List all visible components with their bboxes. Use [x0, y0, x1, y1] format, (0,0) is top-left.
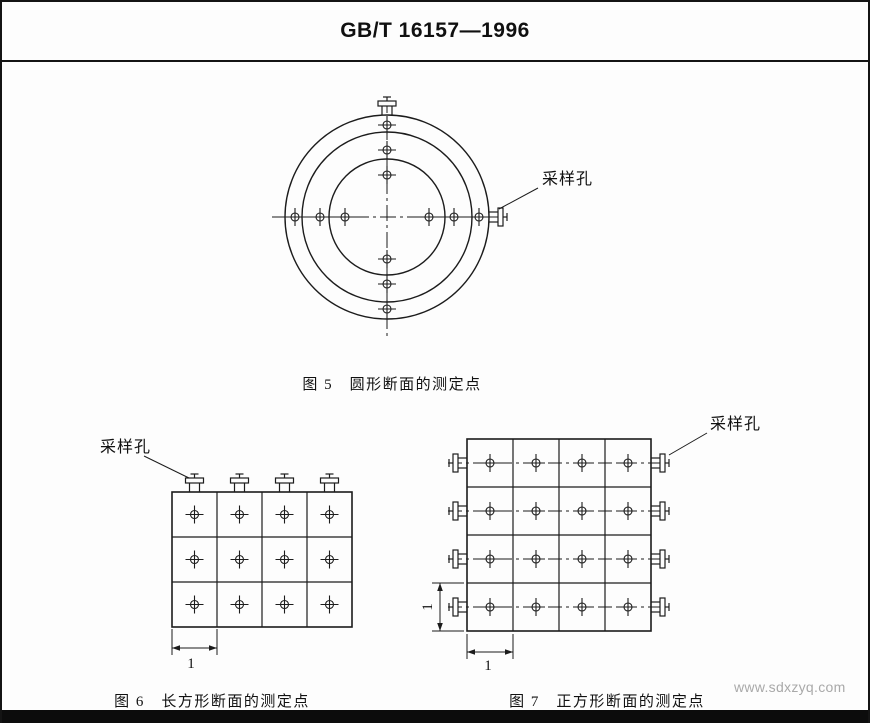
- measurement-point: [572, 597, 592, 617]
- standard-number: GB/T 16157—1996: [340, 19, 530, 42]
- measurement-point: [274, 549, 295, 570]
- measurement-point: [184, 504, 205, 525]
- fig7-side-dimension-label-group: 1: [422, 603, 436, 611]
- measurement-point: [377, 140, 397, 160]
- measurement-point: [377, 299, 397, 319]
- measurement-point: [229, 549, 250, 570]
- fig5-sampling-hole-label: 采样孔: [542, 170, 593, 188]
- measurement-point: [274, 504, 295, 525]
- fig7-bottom-dimension-label: 1: [484, 658, 492, 673]
- fig7-side-dimension-label: 1: [422, 603, 436, 611]
- measurement-point: [618, 597, 638, 617]
- measurement-point: [526, 549, 546, 569]
- measurement-point: [319, 549, 340, 570]
- measurement-point: [526, 453, 546, 473]
- fig6-dimension-label: 1: [187, 656, 195, 672]
- measurement-point: [444, 207, 464, 227]
- sampling-port-flange: [448, 501, 468, 521]
- measurement-point: [480, 453, 500, 473]
- measurement-point: [184, 549, 205, 570]
- measurement-point: [377, 274, 397, 294]
- fig7-leader-line: [668, 432, 708, 456]
- fig6-sampling-ports: [184, 473, 340, 493]
- measurement-point: [274, 594, 295, 615]
- sampling-port-flange: [319, 473, 340, 493]
- fig5-circular-section-diagram: 采样孔: [272, 96, 593, 337]
- sampling-port-flange: [448, 597, 468, 617]
- measurement-point: [618, 501, 638, 521]
- measurement-point: [419, 207, 439, 227]
- measurement-point: [618, 453, 638, 473]
- fig6-rectangular-section-diagram: 采样孔 1: [100, 438, 353, 672]
- fig6-caption: 图 6 长方形断面的测定点: [114, 694, 310, 710]
- measurement-point: [526, 597, 546, 617]
- fig7-grid: [466, 438, 652, 632]
- fig6-leader-line: [143, 455, 190, 479]
- measurement-point: [377, 165, 397, 185]
- measurement-point: [229, 504, 250, 525]
- fig5-caption: 图 5 圆形断面的测定点: [302, 377, 482, 393]
- measurement-point: [184, 594, 205, 615]
- sampling-port-flange: [184, 473, 205, 493]
- fig7-bottom-dimension: [466, 634, 514, 659]
- fig7-caption: 图 7 正方形断面的测定点: [509, 694, 705, 710]
- measurement-point: [285, 207, 305, 227]
- measurement-point: [526, 501, 546, 521]
- measurement-point: [469, 207, 489, 227]
- page-header: GB/T 16157—1996: [2, 2, 868, 62]
- measurement-point: [229, 594, 250, 615]
- fig6-sampling-hole-label: 采样孔: [100, 438, 151, 456]
- sampling-port-flange: [448, 549, 468, 569]
- fig7-sampling-hole-label: 采样孔: [710, 415, 761, 433]
- fig5-centerlines: [272, 97, 505, 337]
- measurement-point: [572, 549, 592, 569]
- measurement-point: [310, 207, 330, 227]
- sampling-port-flange: [229, 473, 250, 493]
- fig7-square-section-diagram: 采样孔 1 1: [422, 415, 761, 673]
- measurement-point: [480, 501, 500, 521]
- measurement-point: [319, 594, 340, 615]
- measurement-point: [319, 504, 340, 525]
- measurement-point: [618, 549, 638, 569]
- measurement-point: [480, 549, 500, 569]
- sampling-port-flange: [448, 453, 468, 473]
- measurement-point: [572, 453, 592, 473]
- watermark: www.sdxzyq.com: [734, 679, 846, 695]
- fig6-dimension: [171, 629, 218, 655]
- fig6-grid: [171, 491, 353, 628]
- measurement-point: [335, 207, 355, 227]
- measurement-point: [572, 501, 592, 521]
- measurement-point: [480, 597, 500, 617]
- sampling-port-flange: [274, 473, 295, 493]
- measurement-point: [377, 249, 397, 269]
- bottom-border-bar: [2, 710, 868, 723]
- measurement-point: [377, 115, 397, 135]
- fig5-leader-line: [498, 187, 539, 210]
- fig7-side-dimension: [432, 582, 464, 632]
